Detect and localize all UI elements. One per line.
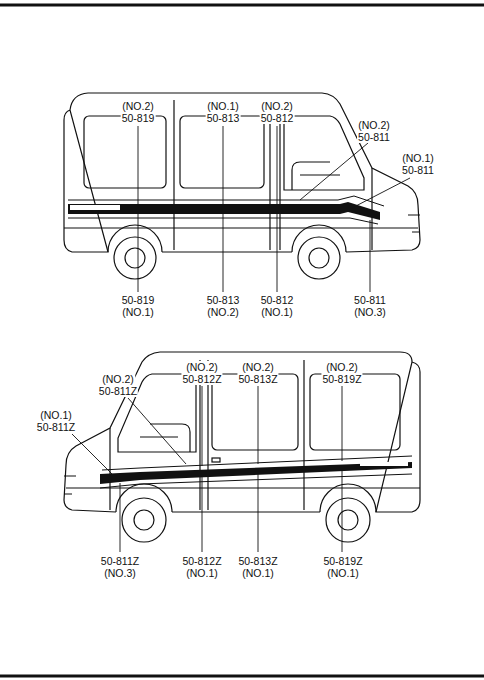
callout-number: (NO.1) <box>121 306 155 318</box>
callout-number: 50-812Z <box>181 373 222 385</box>
van-right-side <box>64 93 420 292</box>
callout-number: 50-811Z <box>98 385 138 397</box>
callout-number: 50-819Z <box>322 555 363 567</box>
callout-number: 50-813 <box>206 294 241 306</box>
callout-number: 50-812 <box>260 294 295 306</box>
callout-number: 50-811 <box>353 294 387 306</box>
callout-number: (NO.2) <box>121 100 155 112</box>
callout-number: (NO.1) <box>39 409 73 421</box>
callout-number: (NO.1) <box>206 100 240 112</box>
callout-number: 50-819Z <box>321 373 362 385</box>
callout-number: 50-812 <box>260 112 295 124</box>
callout-number: (NO.1) <box>185 567 219 579</box>
callout-number: (NO.2) <box>241 361 275 373</box>
callout-number: 50-813 <box>206 112 241 124</box>
callout-number: (NO.1) <box>401 152 435 164</box>
callout-number: (NO.1) <box>326 567 360 579</box>
callout-number: 50-812Z <box>181 555 222 567</box>
callout-number: (NO.2) <box>325 361 359 373</box>
callout-number: (NO.1) <box>260 306 294 318</box>
callout-number: 50-811Z <box>100 555 140 567</box>
callout-number: 50-813Z <box>237 555 278 567</box>
callout-number: (NO.1) <box>241 567 275 579</box>
callout-number: (NO.2) <box>357 119 391 131</box>
callout-number: 50-813Z <box>237 373 278 385</box>
callout-number: (NO.3) <box>353 306 387 318</box>
frame-rule <box>0 4 484 7</box>
callout-number: (NO.2) <box>206 306 240 318</box>
frame-rule <box>0 675 484 678</box>
callout-number: 50-811 <box>401 164 435 176</box>
callout-number: (NO.2) <box>260 100 294 112</box>
callout-number: 50-819 <box>121 294 156 306</box>
callout-number: 50-811 <box>357 131 391 143</box>
callout-number: 50-811Z <box>36 421 76 433</box>
callout-number: (NO.2) <box>101 373 135 385</box>
callout-number: 50-819 <box>121 112 156 124</box>
callout-number: (NO.3) <box>103 567 137 579</box>
van-left-side <box>64 352 420 552</box>
callout-number: (NO.2) <box>185 361 219 373</box>
